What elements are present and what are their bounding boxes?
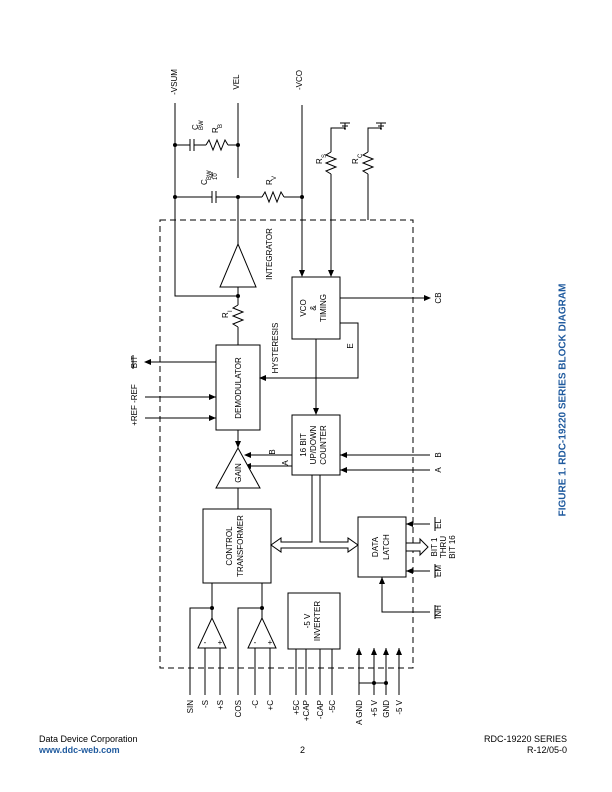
- svg-text:16 BIT: 16 BIT: [299, 433, 308, 457]
- rv-label: R: [265, 179, 274, 185]
- svg-text:C: C: [358, 153, 364, 158]
- svg-text:-: -: [204, 638, 207, 647]
- a-input-label: A: [434, 467, 443, 473]
- svg-text:+: +: [218, 638, 223, 647]
- svg-text:THRU: THRU: [439, 536, 448, 558]
- ref-label: +REF -REF: [130, 384, 139, 426]
- demodulator-label: DEMODULATOR: [234, 357, 243, 419]
- svg-text:S: S: [322, 154, 328, 158]
- gain-block: GAIN: [215, 430, 261, 509]
- bit-label: BIT: [130, 356, 139, 369]
- cos-buffer: - +: [237, 583, 277, 695]
- svg-text:+: +: [268, 638, 273, 647]
- rc-network: R C: [351, 122, 386, 220]
- label-vco: -VCO: [295, 70, 304, 90]
- em-label: EM: [434, 565, 443, 577]
- pin-minus-s: -S: [201, 700, 210, 708]
- rs-network: R S: [315, 122, 350, 277]
- pin-plus-5v: +5 V: [370, 699, 379, 716]
- demodulator-block: DEMODULATOR HYSTERESIS BIT +REF -REF E: [130, 322, 359, 431]
- pin-a-gnd: A GND: [355, 700, 364, 725]
- svg-text:UP/DOWN: UP/DOWN: [309, 425, 318, 464]
- counter-block: 16 BIT UP/DOWN COUNTER B A B A: [244, 414, 443, 476]
- ri-label: R: [221, 312, 230, 318]
- figure-title-text: FIGURE 1. RDC-19220 SERIES BLOCK DIAGRAM: [557, 283, 569, 517]
- revision: R-12/05-0: [526, 745, 567, 755]
- pin-sin: SIN: [186, 700, 195, 714]
- pin-cos: COS: [234, 700, 243, 717]
- control-transformer-block: CONTROL TRANSFORMER: [202, 508, 272, 584]
- pin-minus-5v: -5 V: [395, 699, 404, 714]
- footer-left: Data Device Corporation www.ddc-web.com: [39, 734, 138, 756]
- page-number: 2: [300, 745, 306, 755]
- integrator-block: INTEGRATOR R I: [219, 197, 274, 345]
- gain-label: GAIN: [234, 463, 243, 483]
- power-pins: [356, 648, 402, 695]
- data-latch-block: DATA LATCH BIT 1 THRU BIT 16 EL EM INH: [357, 516, 457, 619]
- svg-text:VCO: VCO: [299, 299, 308, 316]
- pin-plus-c: +C: [266, 700, 275, 711]
- data-bus: [270, 474, 359, 553]
- pin-gnd: GND: [382, 700, 391, 718]
- series-name: RDC-19220 SERIES: [483, 734, 567, 744]
- cbw-rb-network: C BW R B: [173, 120, 240, 152]
- rb-label: R: [211, 127, 220, 133]
- svg-text:INVERTER: INVERTER: [313, 601, 322, 642]
- pin-minus-5c: -5C: [328, 700, 337, 713]
- website-link[interactable]: www.ddc-web.com: [39, 745, 120, 755]
- svg-text:&: &: [309, 305, 318, 311]
- svg-text:B: B: [218, 124, 224, 128]
- wire-vsum: [174, 103, 238, 297]
- sin-buffer: - +: [189, 583, 227, 695]
- inh-label: INH: [434, 605, 443, 619]
- svg-text:LATCH: LATCH: [382, 534, 391, 560]
- pin-minus-c: -C: [251, 700, 260, 709]
- svg-text:COUNTER: COUNTER: [319, 425, 328, 465]
- inverter-block: -5 V INVERTER: [287, 592, 341, 695]
- cbw10-label: C: [200, 179, 209, 185]
- svg-text:B: B: [268, 449, 277, 454]
- label-vsum: -VSUM: [170, 69, 179, 95]
- pin-plus-cap: +CAP: [302, 700, 311, 721]
- e-label: E: [346, 343, 355, 348]
- svg-text:BIT 16: BIT 16: [448, 535, 457, 559]
- svg-text:CONTROL: CONTROL: [225, 526, 234, 566]
- svg-text:-: -: [254, 638, 257, 647]
- svg-text:BW: BW: [199, 120, 205, 130]
- company-name: Data Device Corporation: [39, 734, 138, 744]
- svg-text:I: I: [228, 310, 234, 312]
- svg-text:-5 V: -5 V: [303, 613, 312, 628]
- cb-label: CB: [434, 292, 443, 303]
- footer-right: RDC-19220 SERIES R-12/05-0: [484, 734, 567, 756]
- top-labels: -VSUM VEL -VCO: [170, 69, 304, 95]
- integrator-label: INTEGRATOR: [265, 228, 274, 280]
- vco-block: VCO & TIMING CB: [291, 276, 443, 415]
- svg-text:DATA: DATA: [371, 536, 380, 557]
- svg-text:A: A: [281, 460, 290, 466]
- rc-label: R: [351, 158, 360, 164]
- pin-plus-5c: +5C: [292, 700, 301, 715]
- arrow-vco-down: [299, 270, 305, 277]
- svg-text:V: V: [272, 176, 278, 180]
- svg-text:TRANSFORMER: TRANSFORMER: [236, 515, 245, 577]
- b-input-label: B: [434, 452, 443, 457]
- pin-plus-s: +S: [216, 700, 225, 710]
- svg-text:TIMING: TIMING: [319, 294, 328, 322]
- rs-label: R: [315, 158, 324, 164]
- ic-boundary: [159, 219, 414, 669]
- el-label: EL: [434, 519, 443, 529]
- bottom-pin-labels: SIN -S +S COS -C +C +5C +CAP -CAP -5C A …: [186, 699, 404, 725]
- svg-text:10: 10: [213, 173, 219, 180]
- label-vel: VEL: [232, 74, 241, 90]
- cbw-label: C: [191, 124, 200, 130]
- pin-minus-cap: -CAP: [316, 700, 325, 719]
- hysteresis-label: HYSTERESIS: [271, 323, 280, 374]
- svg-text:BW: BW: [207, 170, 213, 180]
- svg-text:BIT 1: BIT 1: [430, 537, 439, 557]
